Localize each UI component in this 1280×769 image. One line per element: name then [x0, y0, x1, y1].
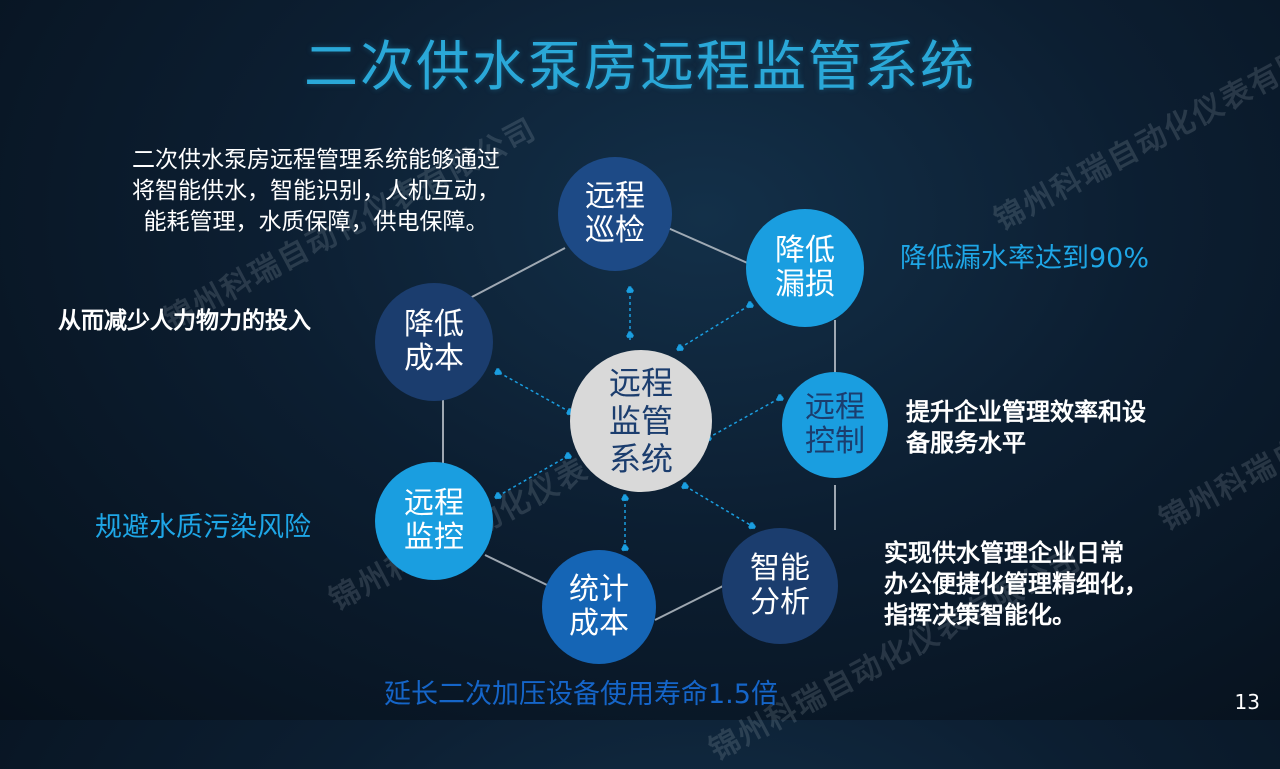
- node-center-system: 远程 监管 系统: [570, 350, 712, 492]
- node-remote-control-label: 远程 控制: [805, 390, 865, 459]
- node-smart-analysis: 智能 分析: [722, 528, 838, 644]
- intro-text: 二次供水泵房远程管理系统能够通过 将智能供水，智能识别，人机互动， 能耗管理，水…: [132, 147, 500, 235]
- leak-rate-text: 降低漏水率达到90%: [900, 243, 1150, 274]
- node-remote-monitor: 远程 监控: [375, 462, 493, 580]
- node-reduce-cost: 降低 成本: [375, 283, 493, 401]
- water-quality-text: 规避水质污染风险: [95, 512, 311, 543]
- node-center-system-label: 远程 监管 系统: [608, 364, 673, 478]
- node-remote-patrol-label: 远程 巡检: [585, 179, 645, 248]
- node-reduce-leak-label: 降低 漏损: [775, 233, 835, 302]
- page-number: 13: [1234, 690, 1260, 714]
- node-remote-monitor-label: 远程 监控: [404, 486, 464, 555]
- node-stat-cost: 统计 成本: [542, 550, 656, 664]
- node-reduce-leak: 降低 漏损: [746, 209, 864, 327]
- node-stat-cost-label: 统计 成本: [569, 572, 629, 641]
- reduce-labor-text: 从而减少人力物力的投入: [58, 307, 311, 334]
- lifespan-text: 延长二次加压设备使用寿命1.5倍: [384, 679, 778, 710]
- efficiency-text: 提升企业管理效率和设 备服务水平: [906, 397, 1146, 457]
- page-title: 二次供水泵房远程监管系统: [304, 35, 976, 98]
- node-remote-patrol: 远程 巡检: [558, 157, 672, 271]
- node-reduce-cost-label: 降低 成本: [404, 307, 464, 376]
- office-text: 实现供水管理企业日常 办公便捷化管理精细化， 指挥决策智能化。: [884, 538, 1148, 629]
- node-smart-analysis-label: 智能 分析: [750, 551, 810, 620]
- node-remote-control: 远程 控制: [782, 372, 888, 478]
